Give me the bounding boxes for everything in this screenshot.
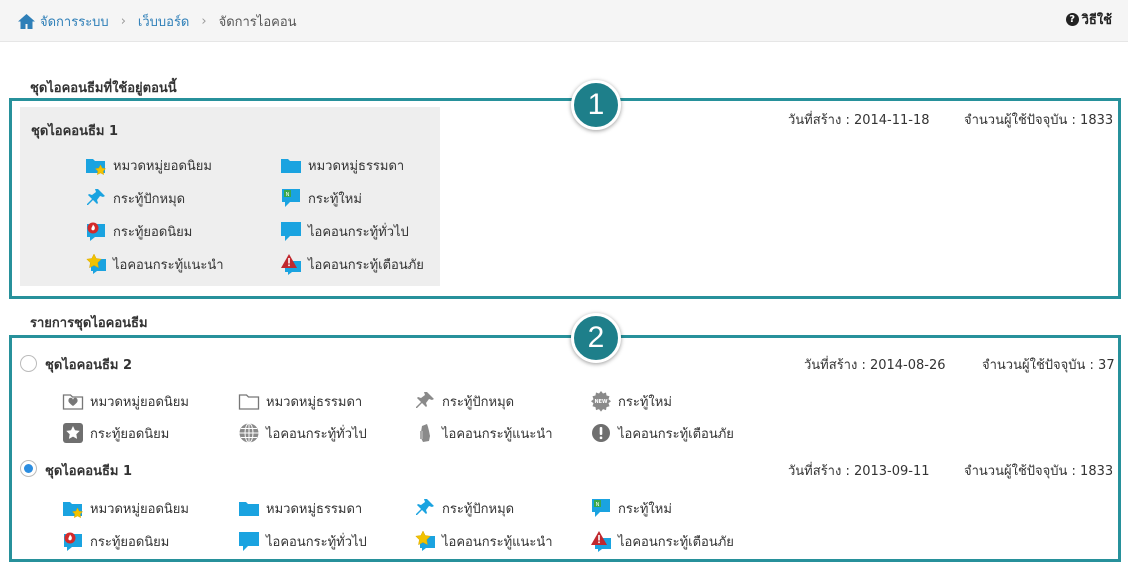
folder-star-icon bbox=[85, 154, 107, 176]
folder-icon bbox=[280, 154, 302, 176]
speech-bubble-icon bbox=[280, 220, 302, 242]
icon-item: หมวดหมู่ยอดนิยม bbox=[85, 154, 212, 176]
breadcrumb-current: จัดการไอคอน bbox=[218, 15, 297, 30]
icon-item: กระทู้ปักหมุด bbox=[414, 497, 514, 519]
top-bar: จัดการระบบ › เว็บบอร์ด › จัดการไอคอน ? ว… bbox=[0, 0, 1128, 42]
folder-heart-icon bbox=[62, 390, 84, 412]
home-icon[interactable] bbox=[17, 13, 36, 30]
theme-1-name: ชุดไอคอนธีม 1 bbox=[45, 464, 133, 479]
breadcrumb-system-admin[interactable]: จัดการระบบ bbox=[40, 15, 109, 30]
new-badge-icon bbox=[280, 187, 302, 209]
icon-item: กระทู้ปักหมุด bbox=[414, 390, 514, 412]
icon-item: หมวดหมู่ยอดนิยม bbox=[62, 497, 189, 519]
icon-item: หมวดหมู่ธรรมดา bbox=[238, 497, 362, 519]
icon-item: กระทู้ใหม่ bbox=[280, 187, 362, 209]
theme-2-users: จำนวนผู้ใช้ปัจจุบัน : 37 bbox=[982, 358, 1115, 373]
icon-item: ไอคอนกระทู้เตือนภัย bbox=[280, 253, 424, 275]
icon-item: ไอคอนกระทู้แนะนำ bbox=[414, 422, 553, 444]
hot-fire-icon bbox=[62, 530, 84, 552]
current-theme-users: จำนวนผู้ใช้ปัจจุบัน : 1833 bbox=[964, 113, 1114, 128]
icon-item: กระทู้ยอดนิยม bbox=[62, 422, 169, 444]
help-link[interactable]: ? วิธีใช้ bbox=[1065, 9, 1112, 30]
star-box-icon bbox=[62, 422, 84, 444]
icon-item: กระทู้ใหม่ bbox=[590, 390, 672, 412]
icon-item: หมวดหมู่ธรรมดา bbox=[280, 154, 404, 176]
exclamation-circle-icon bbox=[590, 422, 612, 444]
pin-icon bbox=[414, 390, 436, 412]
help-label: วิธีใช้ bbox=[1081, 13, 1112, 28]
alert-triangle-icon bbox=[280, 253, 302, 275]
current-theme-created: วันที่สร้าง : 2014-11-18 bbox=[788, 113, 930, 128]
hot-fire-icon bbox=[85, 220, 107, 242]
icon-item: หมวดหมู่ธรรมดา bbox=[238, 390, 362, 412]
globe-icon bbox=[238, 422, 260, 444]
current-theme-section-title: ชุดไอคอนธีมที่ใช้อยู่ตอนนี้ bbox=[30, 81, 177, 96]
icon-item: ไอคอนกระทู้เตือนภัย bbox=[590, 422, 734, 444]
new-badge-icon bbox=[590, 390, 612, 412]
pin-icon bbox=[414, 497, 436, 519]
thumbs-up-icon bbox=[414, 422, 436, 444]
icon-item: ไอคอนกระทู้แนะนำ bbox=[85, 253, 224, 275]
icon-item: กระทู้ปักหมุด bbox=[85, 187, 185, 209]
icon-item: กระทู้ยอดนิยม bbox=[62, 530, 169, 552]
icon-item: ไอคอนกระทู้แนะนำ bbox=[414, 530, 553, 552]
icon-item: กระทู้ใหม่ bbox=[590, 497, 672, 519]
breadcrumb-webboard[interactable]: เว็บบอร์ด bbox=[137, 15, 190, 30]
theme-2-name: ชุดไอคอนธีม 2 bbox=[45, 358, 133, 373]
star-bubble-icon bbox=[414, 530, 436, 552]
icon-item: ไอคอนกระทู้ทั่วไป bbox=[280, 220, 409, 242]
new-badge-icon bbox=[590, 497, 612, 519]
icon-item: ไอคอนกระทู้ทั่วไป bbox=[238, 530, 367, 552]
speech-bubble-icon bbox=[238, 530, 260, 552]
icon-item: กระทู้ยอดนิยม bbox=[85, 220, 192, 242]
icon-item: ไอคอนกระทู้เตือนภัย bbox=[590, 530, 734, 552]
callout-box-2 bbox=[9, 335, 1121, 562]
callout-badge-1: 1 bbox=[571, 80, 621, 130]
icon-item: ไอคอนกระทู้ทั่วไป bbox=[238, 422, 367, 444]
current-theme-name: ชุดไอคอนธีม 1 bbox=[31, 124, 119, 139]
theme-1-users: จำนวนผู้ใช้ปัจจุบัน : 1833 bbox=[964, 464, 1114, 479]
theme-1-created: วันที่สร้าง : 2013-09-11 bbox=[788, 464, 930, 479]
icon-item: หมวดหมู่ยอดนิยม bbox=[62, 390, 189, 412]
breadcrumb: จัดการระบบ › เว็บบอร์ด › จัดการไอคอน bbox=[17, 11, 297, 32]
folder-icon bbox=[238, 497, 260, 519]
pin-icon bbox=[85, 187, 107, 209]
callout-box-1 bbox=[9, 98, 1121, 299]
theme-2-radio[interactable] bbox=[20, 355, 37, 372]
theme-list-section-title: รายการชุดไอคอนธีม bbox=[30, 316, 148, 331]
folder-outline-icon bbox=[238, 390, 260, 412]
alert-triangle-icon bbox=[590, 530, 612, 552]
callout-badge-2: 2 bbox=[571, 313, 621, 363]
folder-star-icon bbox=[62, 497, 84, 519]
question-icon: ? bbox=[1065, 13, 1079, 26]
theme-2-created: วันที่สร้าง : 2014-08-26 bbox=[804, 358, 946, 373]
chevron-right-icon: › bbox=[120, 14, 126, 29]
theme-1-radio[interactable] bbox=[20, 460, 37, 477]
chevron-right-icon: › bbox=[201, 14, 207, 29]
star-bubble-icon bbox=[85, 253, 107, 275]
